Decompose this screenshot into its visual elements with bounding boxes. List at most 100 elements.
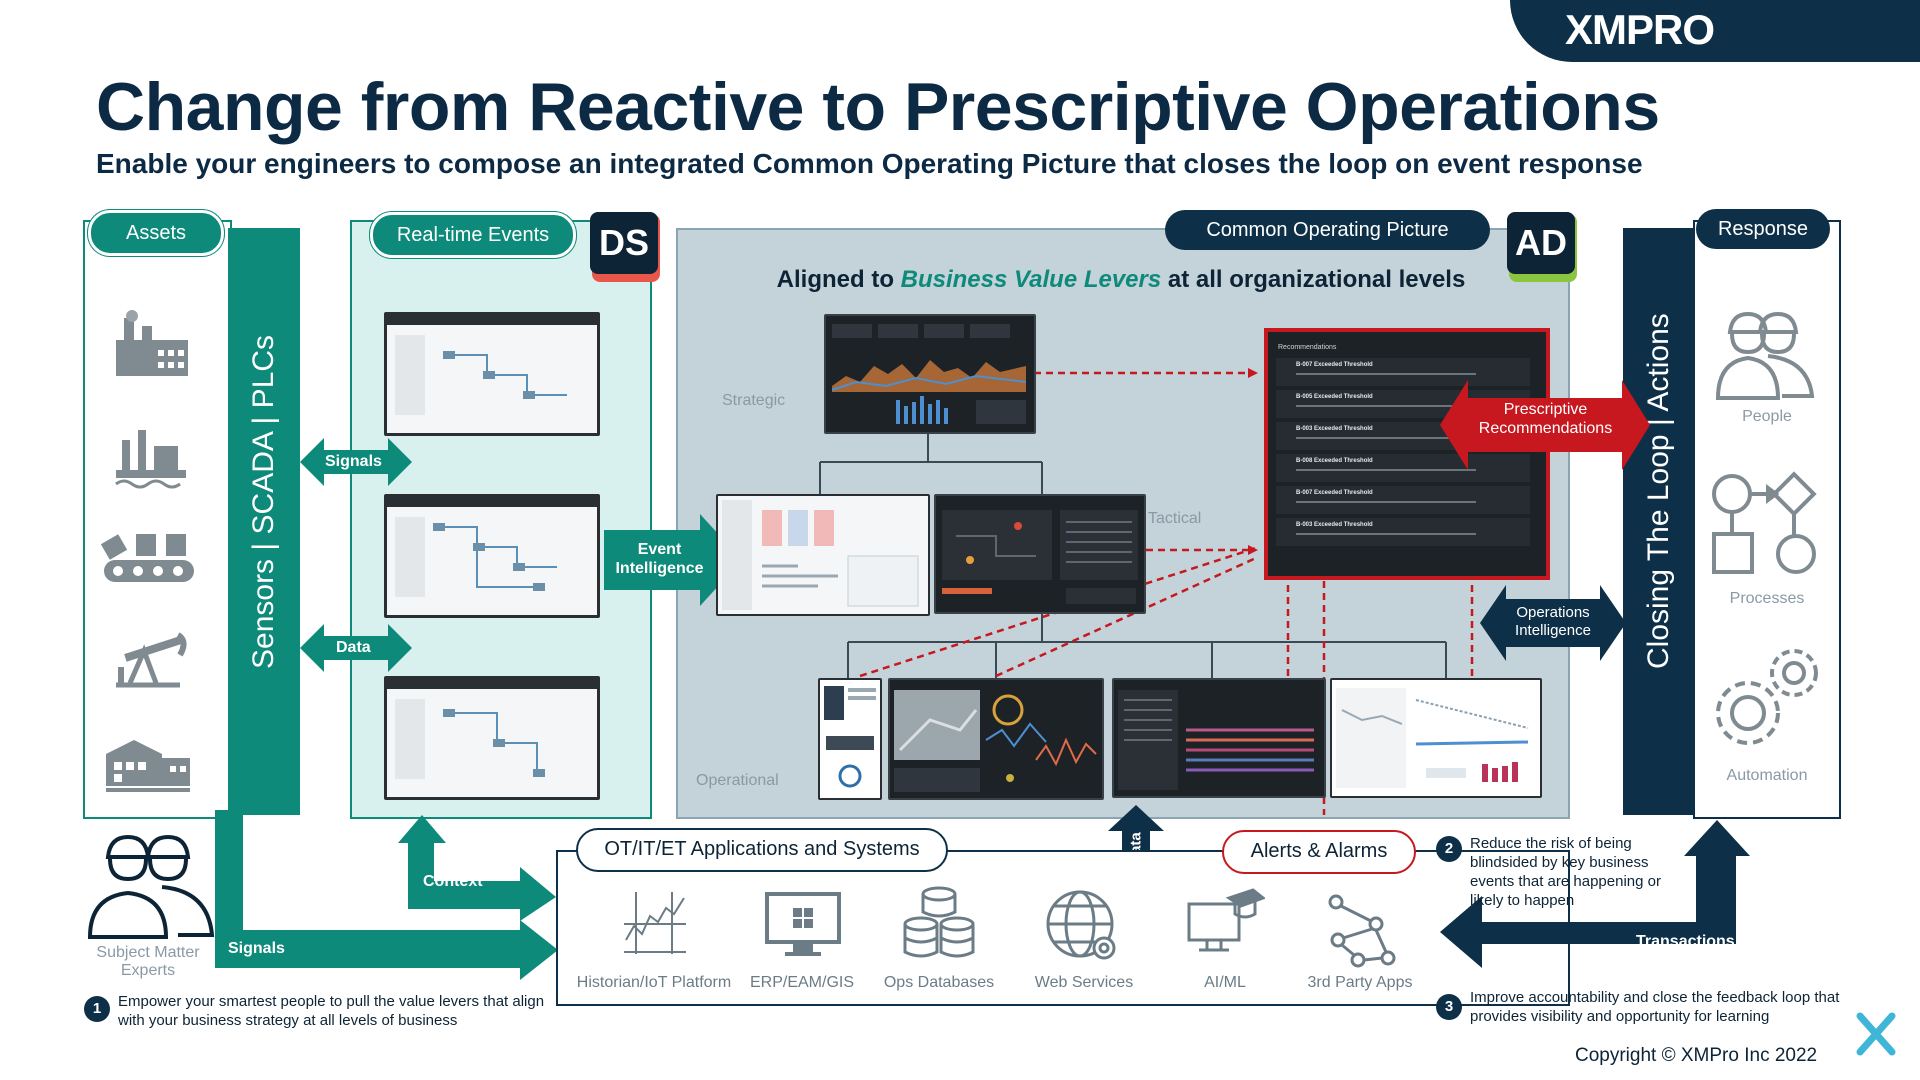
ds-badge: DS bbox=[590, 212, 658, 274]
tactical-dashboard-1 bbox=[716, 494, 930, 616]
level-strategic: Strategic bbox=[722, 392, 786, 409]
event-intelligence-label: Event Intelligence bbox=[615, 541, 704, 577]
note-2-text: Reduce the risk of being blindsided by k… bbox=[1470, 835, 1661, 909]
app-label: AI/ML bbox=[1204, 974, 1246, 991]
alerts-pill: Alerts & Alarms bbox=[1222, 830, 1416, 874]
sme-icon bbox=[87, 834, 215, 939]
globe-gear-icon bbox=[1046, 890, 1116, 960]
brand-logo: XMPRO bbox=[1565, 6, 1715, 53]
sensors-bar-extension bbox=[215, 810, 243, 950]
data-arrow-label: Data bbox=[336, 639, 371, 656]
realtime-screenshot-2 bbox=[384, 494, 600, 618]
historian-chart-icon bbox=[624, 892, 686, 954]
prescriptive-label: Prescriptive Recommendations bbox=[1478, 401, 1613, 437]
operational-dashboard-3 bbox=[1330, 678, 1542, 798]
app-label: ERP/EAM/GIS bbox=[749, 974, 855, 991]
sme-label: Subject Matter Experts bbox=[96, 944, 200, 979]
graduation-computer-icon bbox=[1187, 888, 1265, 952]
monitor-windows-icon bbox=[765, 892, 841, 956]
operational-dashboard-1 bbox=[888, 678, 1104, 800]
recommendation-detail-line bbox=[1296, 469, 1476, 471]
prescriptive-arrow bbox=[1440, 380, 1650, 470]
recommendation-title: B-007 Exceeded Threshold bbox=[1296, 362, 1373, 368]
systems-pill: OT/IT/ET Applications and Systems bbox=[576, 828, 948, 872]
network-nodes-icon bbox=[1328, 894, 1396, 968]
people-icon bbox=[1715, 311, 1815, 400]
aligned-suffix: at all organizational levels bbox=[1161, 266, 1466, 293]
context-arrow bbox=[398, 815, 556, 921]
systems-panel bbox=[556, 850, 1570, 1006]
note-2-number: 2 bbox=[1436, 836, 1462, 862]
closing-loop-bar bbox=[1623, 228, 1695, 815]
recommendation-title: B-007 Exceeded Threshold bbox=[1296, 490, 1373, 496]
aligned-highlight: Business Value Levers bbox=[900, 266, 1162, 293]
automation-icon bbox=[1716, 649, 1818, 745]
recommendation-item[interactable]: B-008 Exceeded Threshold bbox=[1276, 454, 1530, 482]
recommendation-title: B-008 Exceeded Threshold bbox=[1296, 458, 1373, 464]
signals-bottom-label: Signals bbox=[228, 940, 285, 957]
ad-badge: AD bbox=[1507, 212, 1575, 274]
warehouse-icon bbox=[106, 740, 190, 792]
data-arrow bbox=[300, 624, 412, 672]
recommendation-detail-line bbox=[1296, 405, 1476, 407]
app-label: 3rd Party Apps bbox=[1307, 974, 1413, 991]
signals-bottom-arrow bbox=[215, 920, 558, 980]
recommendation-title: B-003 Exceeded Threshold bbox=[1296, 522, 1373, 528]
note-3-number: 3 bbox=[1436, 994, 1462, 1020]
recommendation-detail-line bbox=[1296, 437, 1476, 439]
page-title: Change from Reactive to Prescriptive Ope… bbox=[96, 69, 1660, 145]
assets-pill: Assets bbox=[88, 210, 224, 256]
recommendation-item[interactable]: B-007 Exceeded Threshold bbox=[1276, 358, 1530, 386]
automation-label: Automation bbox=[1726, 767, 1808, 784]
refinery-icon bbox=[115, 430, 186, 489]
app-label: Web Services bbox=[1034, 974, 1134, 991]
database-icon bbox=[903, 886, 975, 958]
recommendation-title: B-003 Exceeded Threshold bbox=[1296, 426, 1373, 432]
aligned-prefix: Aligned to bbox=[776, 266, 901, 293]
processes-icon bbox=[1712, 471, 1817, 574]
people-label: People bbox=[1742, 408, 1792, 425]
recommendation-detail-line bbox=[1296, 533, 1476, 535]
logo-banner bbox=[1510, 0, 1920, 62]
signals-arrow bbox=[300, 438, 412, 486]
signals-arrow-label: Signals bbox=[325, 453, 382, 470]
recommendation-detail-line bbox=[1296, 373, 1476, 375]
operations-intelligence-arrow bbox=[1480, 585, 1626, 661]
conveyor-icon bbox=[100, 534, 194, 582]
note-1-number: 1 bbox=[84, 996, 110, 1022]
transactions-arrow bbox=[1440, 820, 1750, 968]
processes-label: Processes bbox=[1729, 590, 1805, 607]
recommendations-header: Recommendations bbox=[1278, 344, 1337, 351]
xmpro-x-icon bbox=[1856, 1012, 1896, 1056]
realtime-events-pill: Real-time Events bbox=[370, 212, 576, 258]
pumpjack-icon bbox=[116, 632, 187, 688]
response-pill: Response bbox=[1696, 209, 1830, 249]
recommendation-detail-line bbox=[1296, 501, 1476, 503]
app-label: Historian/IoT Platform bbox=[576, 974, 732, 991]
realtime-screenshot-3 bbox=[384, 676, 600, 800]
factory-icon bbox=[116, 310, 188, 376]
operations-intelligence-label: Operations Intelligence bbox=[1515, 604, 1591, 639]
copyright: Copyright © XMPro Inc 2022 bbox=[1575, 1045, 1818, 1066]
recommendation-item[interactable]: B-007 Exceeded Threshold bbox=[1276, 486, 1530, 514]
level-operational: Operational bbox=[696, 772, 779, 789]
level-tactical: Tactical bbox=[1148, 510, 1202, 527]
strategic-dashboard bbox=[824, 314, 1036, 434]
aligned-heading: Aligned to Business Value Levers at all … bbox=[676, 266, 1566, 294]
note-1-text: Empower your smartest people to pull the… bbox=[118, 993, 545, 1029]
recommendation-item[interactable]: B-003 Exceeded Threshold bbox=[1276, 518, 1530, 546]
page-subtitle: Enable your engineers to compose an inte… bbox=[96, 148, 1643, 179]
operational-dashboard-2 bbox=[1112, 678, 1326, 798]
event-intelligence-arrow bbox=[604, 514, 742, 606]
recommendations-panel: Recommendations B-007 Exceeded Threshold… bbox=[1264, 328, 1550, 580]
realtime-screenshot-1 bbox=[384, 312, 600, 436]
context-label: Context bbox=[423, 873, 483, 890]
app-label: Ops Databases bbox=[883, 974, 995, 991]
note-3-text: Improve accountability and close the fee… bbox=[1470, 989, 1840, 1025]
sensors-bar bbox=[228, 228, 300, 815]
sensors-label: Sensors | SCADA | PLCs bbox=[247, 334, 280, 669]
recommendation-title: B-005 Exceeded Threshold bbox=[1296, 394, 1373, 400]
cop-pill: Common Operating Picture bbox=[1165, 210, 1490, 250]
transactions-label: Transactions bbox=[1636, 933, 1735, 950]
assets-panel bbox=[83, 220, 232, 819]
